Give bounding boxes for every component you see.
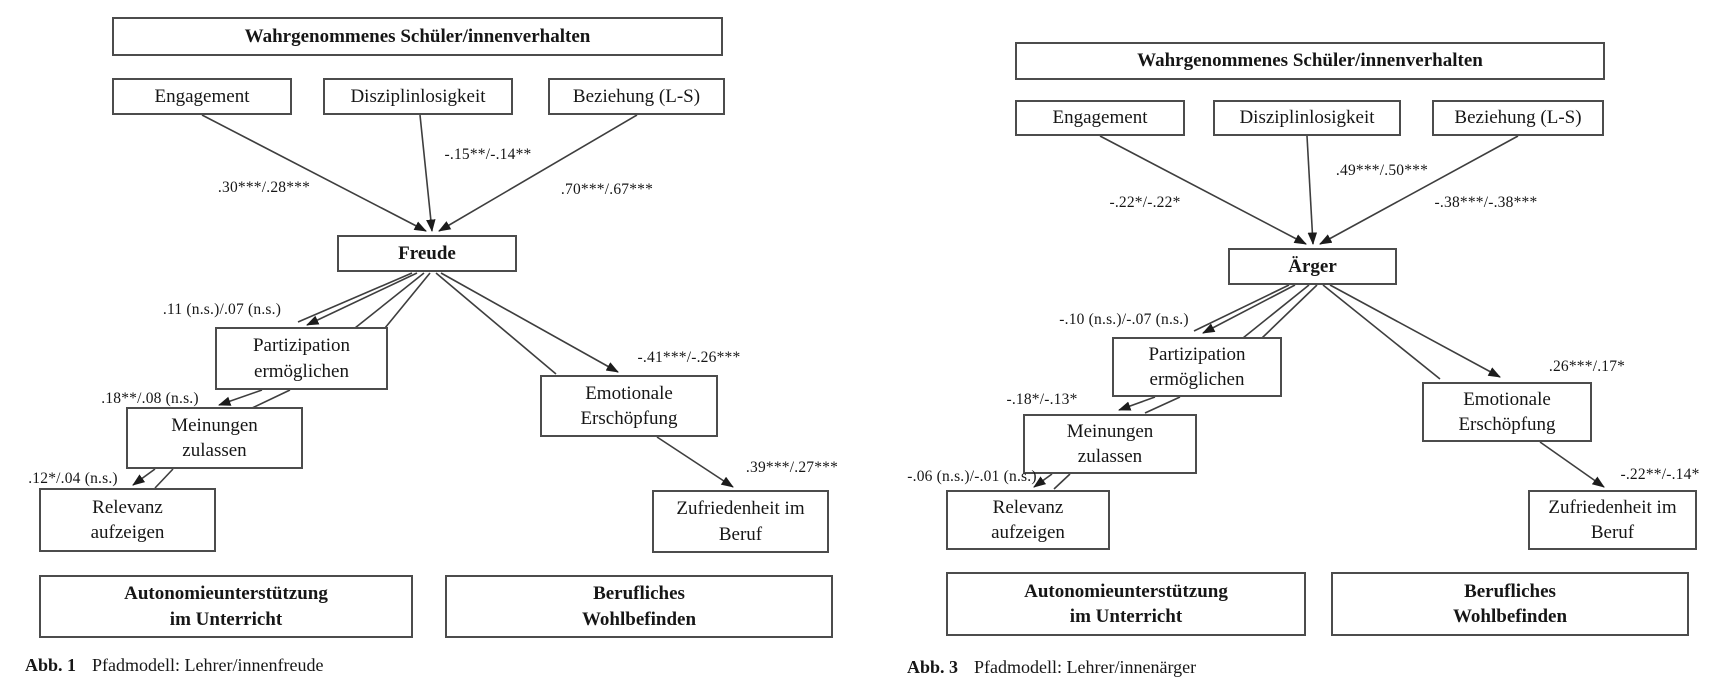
coefficient-freude-model-5: .12*/.04 (n.s.) [28, 470, 118, 487]
coefficient-aerger-model-6: .26***/.17* [1548, 358, 1626, 375]
coefficient-aerger-model-1: .49***/.50*** [1335, 162, 1429, 179]
coefficient-aerger-model-5: -.06 (n.s.)/-.01 (n.s.) [907, 468, 1037, 485]
path-arrow-0-1 [419, 114, 436, 232]
coefficient-aerger-model-7: -.22**/-.14* [1620, 466, 1700, 483]
coefficient-freude-model-0: .30***/.28*** [217, 179, 311, 196]
path-arrow-1-10 [1053, 473, 1071, 490]
path-arrow-1-3 [1193, 284, 1290, 332]
path-arrow-0-7 [218, 389, 263, 406]
node-aerger-model-wahrgenommenes-verhalten: Wahrgenommenes Schüler/innenverhalten [1015, 42, 1605, 80]
node-aerger-model-aerger: Ärger [1228, 248, 1397, 285]
caption-text: Pfadmodell: Lehrer/innenfreude [92, 655, 324, 675]
path-arrow-1-2 [1319, 135, 1519, 245]
node-freude-model-freude: Freude [337, 235, 517, 272]
figure-caption-freude-model: Abb. 1 Pfadmodell: Lehrer/innenfreude [25, 655, 323, 676]
path-arrow-0-5 [354, 272, 425, 329]
path-arrow-0-0 [201, 114, 427, 232]
coefficient-aerger-model-3: -.10 (n.s.)/-.07 (n.s.) [1059, 311, 1189, 328]
path-arrow-1-9 [1033, 473, 1053, 488]
path-arrow-0-3 [297, 272, 413, 323]
caption-text: Pfadmodell: Lehrer/innenärger [974, 657, 1197, 677]
coefficient-aerger-model-2: -.38***/-.38*** [1434, 194, 1538, 211]
path-arrow-1-12 [1329, 284, 1501, 378]
node-aerger-model-disziplinlosigkeit: Disziplinlosigkeit [1213, 100, 1401, 136]
coefficient-freude-model-1: -.15**/-.14** [444, 146, 532, 163]
path-arrow-0-13 [656, 436, 734, 488]
path-arrow-1-11 [1322, 284, 1441, 380]
node-freude-model-engagement: Engagement [112, 78, 292, 115]
coefficient-aerger-model-0: -.22*/-.22* [1109, 194, 1181, 211]
node-freude-model-beziehung-l-s: Beziehung (L-S) [548, 78, 725, 115]
path-arrow-0-11 [435, 272, 557, 375]
path-arrow-0-8 [249, 389, 291, 410]
path-arrow-0-2 [438, 114, 638, 232]
path-arrow-1-8 [1144, 396, 1181, 414]
path-arrow-0-4 [306, 272, 418, 326]
figure-caption-aerger-model: Abb. 3 Pfadmodell: Lehrer/innenärger [907, 657, 1196, 678]
path-arrow-1-6 [1261, 284, 1318, 339]
node-freude-model-wahrgenommenes-verhalten: Wahrgenommenes Schüler/innenverhalten [112, 17, 723, 56]
caption-number: Abb. 1 [25, 655, 77, 675]
path-arrow-0-9 [132, 468, 156, 486]
node-aerger-model-engagement: Engagement [1015, 100, 1185, 136]
node-aerger-model-beziehung-l-s: Beziehung (L-S) [1432, 100, 1604, 136]
path-arrow-1-1 [1306, 135, 1318, 245]
coefficient-aerger-model-4: -.18*/-.13* [1006, 391, 1078, 408]
path-arrow-1-5 [1242, 284, 1310, 339]
path-arrow-1-13 [1539, 441, 1605, 488]
path-arrow-1-7 [1118, 396, 1156, 411]
coefficient-freude-model-6: -.41***/-.26*** [637, 349, 741, 366]
coefficient-freude-model-7: .39***/.27*** [745, 459, 839, 476]
node-freude-model-disziplinlosigkeit: Disziplinlosigkeit [323, 78, 513, 115]
caption-number: Abb. 3 [907, 657, 959, 677]
path-arrow-0-12 [440, 272, 619, 373]
coefficient-freude-model-4: .18**/.08 (n.s.) [101, 390, 199, 407]
path-arrow-0-10 [154, 468, 174, 489]
path-arrow-1-0 [1099, 135, 1307, 245]
path-arrow-1-4 [1202, 284, 1296, 334]
coefficient-freude-model-3: .11 (n.s.)/.07 (n.s.) [162, 301, 282, 318]
path-arrow-0-6 [384, 272, 431, 329]
coefficient-freude-model-2: .70***/.67*** [560, 181, 654, 198]
